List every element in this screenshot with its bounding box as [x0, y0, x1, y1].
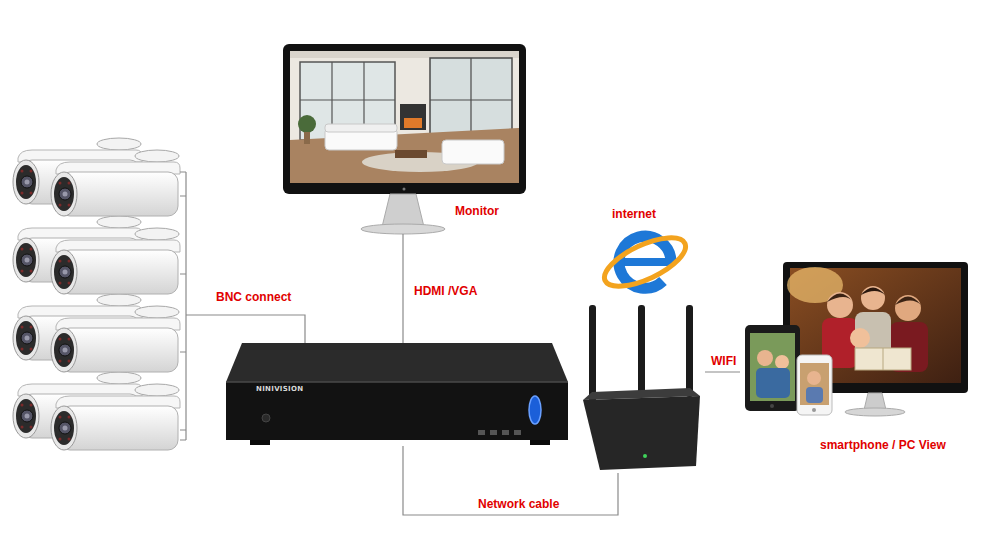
devices-illustration [770, 404, 774, 408]
devices-illustration [895, 297, 921, 306]
connection-label: Network cable [477, 497, 560, 511]
devices-illustration [800, 363, 829, 405]
dvr-illustration [262, 414, 270, 422]
devices-illustration [757, 350, 773, 366]
camera-group [51, 228, 180, 294]
router-illustration [583, 396, 700, 470]
dvr-illustration [226, 382, 568, 440]
router-illustration [638, 305, 645, 397]
router-illustration [583, 305, 700, 470]
devices-illustration [855, 348, 911, 370]
bnc-bracket [185, 172, 186, 440]
connection-label-holder: HDMI /VGA [413, 284, 478, 298]
devices-illustration [861, 286, 885, 310]
connection-label-holder: Network cable [477, 497, 560, 511]
devices-illustration [756, 368, 790, 398]
cable-line [403, 446, 618, 515]
connection-label: BNC connect [215, 290, 292, 304]
dvr-illustration [250, 440, 270, 445]
dvr-illustration [529, 396, 541, 424]
dvr-illustration [490, 430, 497, 435]
devices-illustration [783, 262, 968, 393]
monitor-illustration [382, 194, 424, 227]
brand-name: NINIVISION [256, 385, 303, 394]
device-label: smartphone / PC View [820, 438, 946, 452]
dvr-illustration [514, 430, 521, 435]
camera-group [51, 150, 180, 216]
internet-logo [622, 258, 672, 266]
connection-label: HDMI /VGA [413, 284, 478, 298]
monitor-illustration [290, 51, 519, 183]
monitor-illustration [325, 124, 397, 132]
router-illustration [643, 454, 647, 458]
internet-logo [598, 228, 692, 296]
devices-illustration [750, 333, 795, 401]
devices-illustration [806, 387, 823, 403]
monitor-illustration [400, 104, 426, 130]
monitor-illustration [403, 188, 406, 191]
monitor-illustration [283, 44, 526, 234]
camera-group [51, 306, 180, 372]
devices-illustration [864, 393, 886, 410]
router-illustration [589, 305, 596, 402]
connection-label-holder: BNC connect [215, 290, 292, 304]
camera-group [13, 138, 180, 450]
devices-illustration [745, 325, 800, 411]
dvr-illustration [478, 430, 485, 435]
device-label: Monitor [455, 204, 499, 218]
devices-illustration [895, 295, 921, 321]
dvr-illustration [226, 343, 568, 445]
dvr-recorder: NINIVISION [226, 343, 568, 446]
cable-line [705, 371, 740, 372]
viewing-devices: smartphone / PC View [740, 258, 975, 458]
monitor-illustration [361, 224, 445, 234]
dvr-illustration [530, 440, 550, 445]
monitor-device: Monitor [283, 44, 545, 234]
camera-group [51, 384, 180, 450]
devices-illustration [883, 348, 884, 370]
devices-illustration [861, 288, 885, 296]
connection-label: WIFI [710, 354, 737, 368]
devices-illustration [797, 355, 832, 415]
monitor-illustration [304, 132, 310, 144]
dvr-illustration [226, 381, 568, 383]
monitor-illustration [290, 128, 519, 183]
internet-logo [598, 228, 692, 296]
devices-illustration [850, 328, 870, 348]
router-device: internet [578, 205, 705, 473]
devices-illustration [745, 262, 968, 416]
device-label: internet [612, 207, 656, 221]
bnc-bracket [180, 172, 186, 440]
monitor-illustration [395, 150, 427, 158]
devices-illustration [807, 371, 821, 385]
dvr-illustration [226, 343, 568, 382]
cable-line [402, 234, 403, 343]
connection-label-holder: WIFI [710, 354, 737, 368]
devices-illustration [775, 355, 789, 369]
dvr-illustration [502, 430, 509, 435]
devices-illustration [845, 408, 905, 416]
monitor-illustration [298, 115, 316, 133]
monitor-illustration [442, 140, 504, 164]
monitor-illustration [283, 44, 526, 194]
router-illustration [686, 305, 693, 397]
bnc-bracket [186, 315, 305, 343]
monitor-illustration [290, 51, 519, 58]
devices-illustration [812, 408, 816, 412]
monitor-illustration [404, 118, 422, 128]
devices-illustration [827, 292, 853, 318]
devices-illustration [827, 294, 853, 303]
